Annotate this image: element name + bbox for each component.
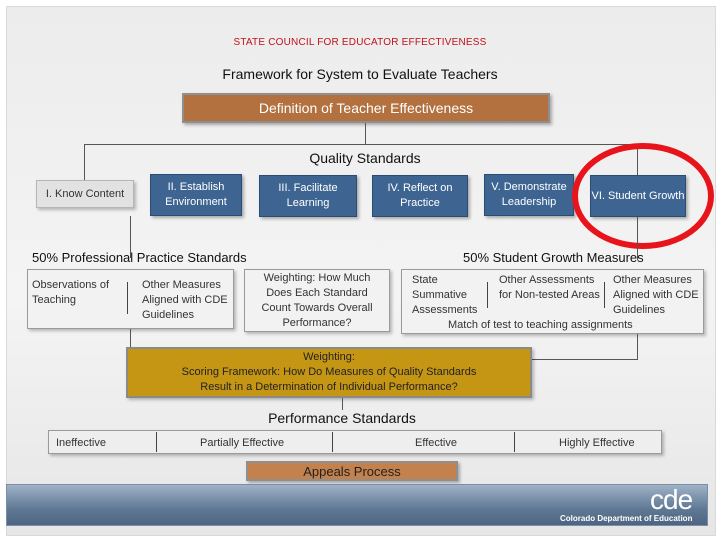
footer-bar bbox=[6, 484, 708, 526]
standard-reflect-on-practice: IV. Reflect on Practice bbox=[372, 175, 468, 217]
standard-establish-environment: II. Establish Environment bbox=[150, 174, 242, 216]
connector-growth-down bbox=[637, 217, 638, 260]
cde-logo-subtitle: Colorado Department of Education bbox=[560, 514, 693, 523]
connector-practice-down bbox=[130, 216, 131, 258]
practice-separator bbox=[127, 282, 128, 314]
student-growth-panel bbox=[401, 269, 704, 334]
growth-separator-2 bbox=[604, 282, 605, 308]
professional-practice-panel bbox=[27, 269, 234, 329]
observations-of-teaching: Observations of Teaching bbox=[32, 279, 110, 306]
level-separator-2 bbox=[332, 432, 333, 452]
scoring-framework-box: Weighting: Scoring Framework: How Do Mea… bbox=[126, 347, 532, 398]
level-ineffective: Ineffective bbox=[56, 437, 106, 449]
level-effective: Effective bbox=[415, 437, 457, 449]
other-measures-practice: Other Measures Aligned with CDE Guidelin… bbox=[142, 279, 228, 321]
connector-practice-scoring bbox=[130, 329, 131, 359]
level-separator-1 bbox=[156, 432, 157, 452]
connector-std-6 bbox=[637, 144, 638, 178]
level-partially-effective: Partially Effective bbox=[200, 437, 285, 449]
connector-scoring-performance bbox=[342, 398, 343, 410]
appeals-process-box: Appeals Process bbox=[246, 461, 458, 481]
connector-definition-down bbox=[365, 123, 366, 144]
scoring-line-3: Result in a Determination of Individual … bbox=[200, 381, 458, 393]
scoring-line-1: Weighting: bbox=[303, 351, 355, 363]
performance-levels-bar bbox=[48, 430, 662, 454]
council-title: STATE COUNCIL FOR EDUCATOR EFFECTIVENESS bbox=[233, 37, 487, 48]
standard-demonstrate-leadership: V. Demonstrate Leadership bbox=[484, 174, 574, 216]
student-growth-label: 50% Student Growth Measures bbox=[463, 250, 644, 265]
quality-standards-label: Quality Standards bbox=[309, 150, 421, 166]
definition-box: Definition of Teacher Effectiveness bbox=[182, 93, 550, 123]
highlight-ellipse bbox=[572, 143, 714, 249]
connector-std-1 bbox=[84, 144, 85, 180]
state-summative-assessments: State Summative Assessments bbox=[412, 274, 478, 316]
cde-logo: cde bbox=[650, 484, 693, 515]
level-separator-3 bbox=[514, 432, 515, 452]
weighting-box: Weighting: How Much Does Each Standard C… bbox=[244, 269, 390, 332]
level-highly-effective: Highly Effective bbox=[559, 437, 635, 449]
match-of-test: Match of test to teaching assignments bbox=[448, 319, 633, 331]
connector-standards-bar bbox=[84, 144, 637, 145]
standard-facilitate-learning: III. Facilitate Learning bbox=[259, 175, 357, 217]
connector-growth-scoring bbox=[637, 334, 638, 360]
page-title: Framework for System to Evaluate Teacher… bbox=[222, 66, 498, 82]
other-assessments-growth: Other Assessments for Non-tested Areas bbox=[499, 274, 600, 301]
standard-student-growth: VI. Student Growth bbox=[590, 175, 686, 217]
growth-separator-1 bbox=[487, 282, 488, 308]
professional-practice-label: 50% Professional Practice Standards bbox=[32, 250, 247, 265]
scoring-line-2: Scoring Framework: How Do Measures of Qu… bbox=[181, 366, 477, 378]
other-measures-growth: Other Measures Aligned with CDE Guidelin… bbox=[613, 274, 699, 316]
performance-standards-label: Performance Standards bbox=[268, 410, 416, 426]
standard-know-content: I. Know Content bbox=[36, 180, 134, 208]
